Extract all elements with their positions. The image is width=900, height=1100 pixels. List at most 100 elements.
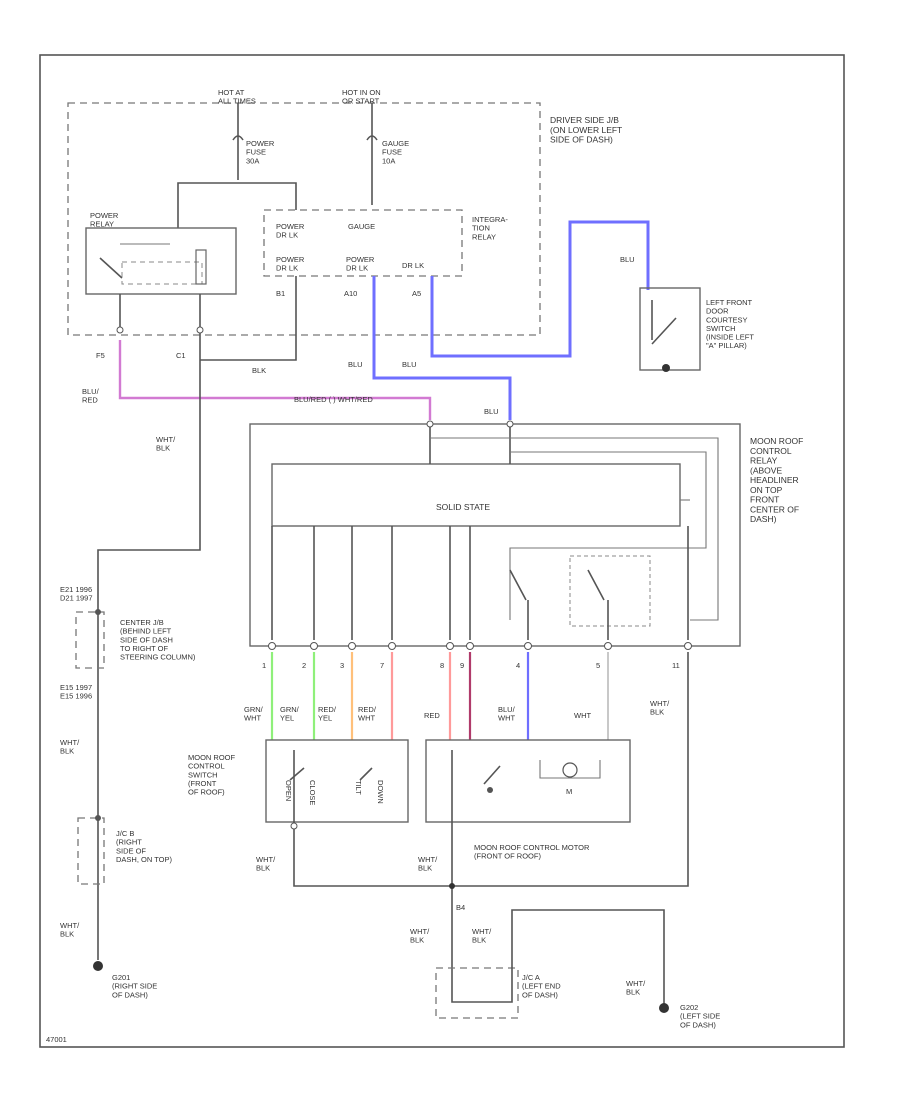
switch-open-arm	[289, 767, 305, 781]
pin-b1: B1	[276, 289, 285, 298]
solid-state-label: SOLID STATE	[436, 502, 490, 512]
c1-wht-blk-label: WHT/BLK	[156, 435, 176, 453]
grn-wht-label: GRN/WHT	[244, 705, 264, 723]
a5-blu-label: BLU	[402, 360, 417, 369]
motor-winding	[539, 760, 601, 779]
moon-roof-relay-box	[249, 423, 741, 647]
motor-wht-blk-label: WHT/BLK	[418, 855, 438, 873]
motor-limit-arm	[483, 765, 501, 785]
ground-splice-icon	[449, 883, 455, 889]
red-yel-label: RED/YEL	[318, 705, 337, 723]
power-relay-feed-wire	[177, 182, 297, 228]
relay-pin-2: 2	[302, 661, 306, 670]
relay-pin-4: 4	[516, 661, 520, 670]
moon-roof-switch-box	[265, 739, 409, 823]
connector-markers	[95, 326, 692, 830]
b1-blk-label: BLK	[252, 366, 266, 375]
motor-icon	[562, 762, 578, 778]
relay-pin-5: 5	[596, 661, 600, 670]
switch-tilt-label: TILT	[354, 780, 363, 795]
door-switch-box	[639, 287, 701, 371]
switch-down-label: DOWN	[376, 780, 385, 804]
b4-label: B4	[456, 903, 465, 912]
relay-contact-area	[569, 555, 651, 627]
c1-wht-blk-wire	[97, 360, 201, 960]
f5-blu-red-label: BLU/RED	[82, 387, 100, 405]
a5-blu-wire	[430, 220, 650, 358]
integration-dr-lk-label: DR LK	[402, 261, 424, 270]
relay-pin-11: 11	[672, 661, 680, 670]
integration-relay-box	[263, 209, 463, 277]
switch-wht-blk-label: WHT/BLK	[256, 855, 276, 873]
relay-contact-2	[587, 569, 605, 601]
grn-yel-label: GRN/YEL	[280, 705, 300, 723]
relay-pin-8: 8	[440, 661, 444, 670]
motor-limit-pivot-icon	[487, 787, 493, 793]
relay-pin-11-ground-wire	[452, 652, 689, 887]
relay-pin-9: 9	[460, 661, 464, 670]
pin-c1: C1	[176, 351, 186, 360]
jc-a-bus	[451, 986, 513, 1003]
integration-gauge-label: GAUGE	[348, 222, 375, 231]
switch-ground-wire	[293, 822, 452, 887]
blu-wht-label: BLU/WHT	[498, 705, 516, 723]
door-switch-ground-icon	[662, 364, 670, 372]
jc-a-box	[435, 967, 519, 1019]
power-relay-coil-area	[121, 261, 203, 285]
switch-open-label: OPEN	[284, 780, 293, 801]
pin-f5: F5	[96, 351, 105, 360]
pin-a10: A10	[344, 289, 357, 298]
pin-a5: A5	[412, 289, 421, 298]
wht-label: WHT	[574, 711, 591, 720]
driver-side-jb-box	[67, 102, 541, 336]
jc-a-wht-blk-label-2: WHT/BLK	[472, 927, 492, 945]
g201-ground-icon	[93, 961, 103, 971]
b1-blk-wire	[200, 276, 297, 361]
power-fuse-symbol	[232, 135, 244, 141]
moon-roof-motor-label: MOON ROOF CONTROL MOTOR(FRONT OF ROOF)	[474, 843, 590, 861]
solid-state-box	[271, 463, 681, 527]
gauge-fuse-symbol	[366, 135, 378, 141]
diagram-frame	[39, 54, 845, 1048]
switch-tilt-arm	[359, 767, 373, 781]
g202-wire	[511, 909, 665, 1004]
moon-roof-motor-box	[425, 739, 631, 823]
red-label: RED	[424, 711, 440, 720]
relay-pin-1: 1	[262, 661, 266, 670]
motor-m-label: M	[566, 787, 572, 796]
jc-b-wht-blk-label: WHT/BLK	[60, 921, 80, 939]
relay-internal-bus-2	[509, 451, 707, 620]
a10-blu-wire	[372, 276, 512, 420]
power-relay-box	[85, 227, 237, 295]
relay-pin-7: 7	[380, 661, 384, 670]
jc-a-wht-blk-label: WHT/BLK	[410, 927, 430, 945]
a10-blu-label: BLU	[348, 360, 363, 369]
diagram-code: 47001	[46, 1035, 67, 1044]
relay-pin-3: 3	[340, 661, 344, 670]
relay-contact-1	[509, 569, 527, 601]
power-relay-switch-arm	[99, 257, 123, 279]
power-relay-coil	[195, 249, 207, 285]
moon-roof-blu-label: BLU	[484, 407, 499, 416]
center-jb-wht-blk-label: WHT/BLK	[60, 738, 80, 756]
red-wht-label: RED/WHT	[358, 705, 377, 723]
door-switch-blu-label: BLU	[620, 255, 635, 264]
